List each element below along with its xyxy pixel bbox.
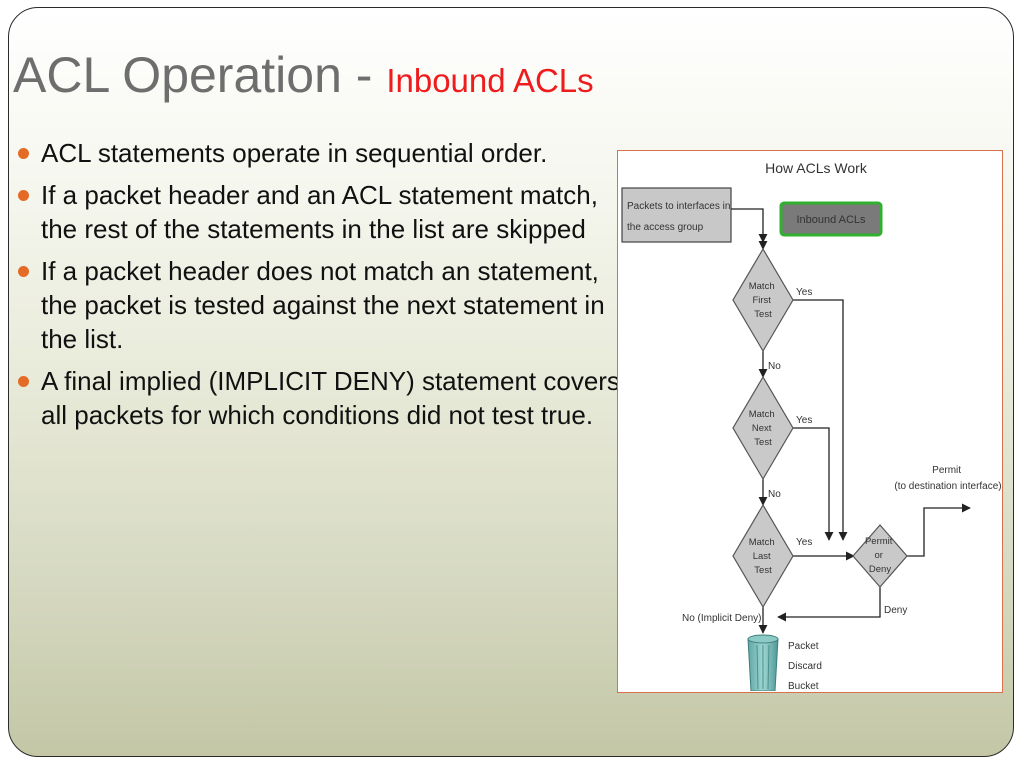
match-last-line-3: Test	[754, 565, 772, 576]
bullet-dot-icon	[18, 266, 29, 277]
match-next-diamond	[732, 375, 794, 481]
bucket-label-line-2: Discard	[788, 661, 822, 672]
bullet-item: A final implied (IMPLICIT DENY) statemen…	[15, 364, 627, 432]
match-first-line-2: First	[752, 295, 771, 306]
start-label-line-2: the access group	[627, 222, 704, 233]
bullet-dot-icon	[18, 190, 29, 201]
svg-text:Match Last Tes: Match Last Test	[749, 537, 778, 576]
title-sub: Inbound ACLs	[386, 62, 594, 99]
svg-text:Match First Te: Match First Test	[749, 281, 778, 320]
bullet-text: A final implied (IMPLICIT DENY) statemen…	[41, 366, 620, 430]
permit-deny-line-1: Permit	[865, 536, 893, 547]
flowchart-title: How ACLs Work	[765, 160, 868, 176]
bullet-text: ACL statements operate in sequential ord…	[41, 138, 548, 168]
bullet-list: ACL statements operate in sequential ord…	[15, 136, 627, 440]
bucket-label-line-3: Bucket	[788, 681, 819, 691]
match-first-diamond	[732, 247, 794, 353]
bullet-text: If a packet header does not match an sta…	[41, 256, 605, 354]
svg-text:Packet Discard: Packet Discard Bucket	[788, 641, 825, 691]
permit-deny-line-2: or	[874, 550, 882, 561]
match-next-line-2: Next	[752, 423, 772, 434]
match-next-line-1: Match	[749, 409, 775, 420]
inbound-acls-label: Inbound ACLs	[796, 214, 866, 226]
slide: ACL Operation - Inbound ACLs ACL stateme…	[8, 7, 1014, 757]
svg-text:Permit (to destination: Permit (to destination interface)	[894, 465, 1001, 492]
start-label-line-1: Packets to interfaces in	[627, 201, 730, 212]
svg-text:Match Next Tes: Match Next Test	[749, 409, 778, 448]
yes-label-last: Yes	[796, 537, 812, 548]
bullet-dot-icon	[18, 376, 29, 387]
match-last-line-1: Match	[749, 537, 775, 548]
title-main: ACL Operation -	[13, 47, 387, 103]
bullet-item: If a packet header and an ACL statement …	[15, 178, 627, 246]
match-last-line-2: Last	[753, 551, 771, 562]
permit-out-line-2: (to destination interface)	[894, 481, 1001, 492]
bullet-dot-icon	[18, 148, 29, 159]
bullet-text: If a packet header and an ACL statement …	[41, 180, 598, 244]
deny-label: Deny	[884, 605, 907, 616]
discard-bucket-icon	[747, 634, 779, 691]
flowchart-svg: How ACLs Work Packets to interfaces in t…	[621, 160, 1001, 691]
permit-deny-diamond	[852, 524, 908, 588]
no-label-first: No	[768, 361, 781, 372]
svg-text:Permit or Deny: Permit or Deny	[865, 536, 895, 575]
bullet-item: ACL statements operate in sequential ord…	[15, 136, 627, 170]
permit-deny-line-3: Deny	[869, 564, 891, 575]
permit-out-line-1: Permit	[932, 465, 961, 476]
match-last-diamond	[732, 503, 794, 609]
match-next-line-3: Test	[754, 437, 772, 448]
acl-flowchart: How ACLs Work Packets to interfaces in t…	[617, 150, 1003, 693]
yes-label-next: Yes	[796, 415, 812, 426]
start-box	[621, 187, 732, 243]
no-implicit-deny-label: No (Implicit Deny)	[682, 613, 761, 624]
inbound-acls-box	[779, 201, 883, 237]
slide-title: ACL Operation - Inbound ACLs	[13, 50, 594, 100]
no-label-next: No	[768, 489, 781, 500]
match-first-line-3: Test	[754, 309, 772, 320]
svg-text:Packets to interfaces in: Packets to interfaces in the access grou…	[627, 201, 733, 233]
bullet-item: If a packet header does not match an sta…	[15, 254, 627, 356]
yes-label-first: Yes	[796, 287, 812, 298]
bucket-label-line-1: Packet	[788, 641, 819, 652]
match-first-line-1: Match	[749, 281, 775, 292]
